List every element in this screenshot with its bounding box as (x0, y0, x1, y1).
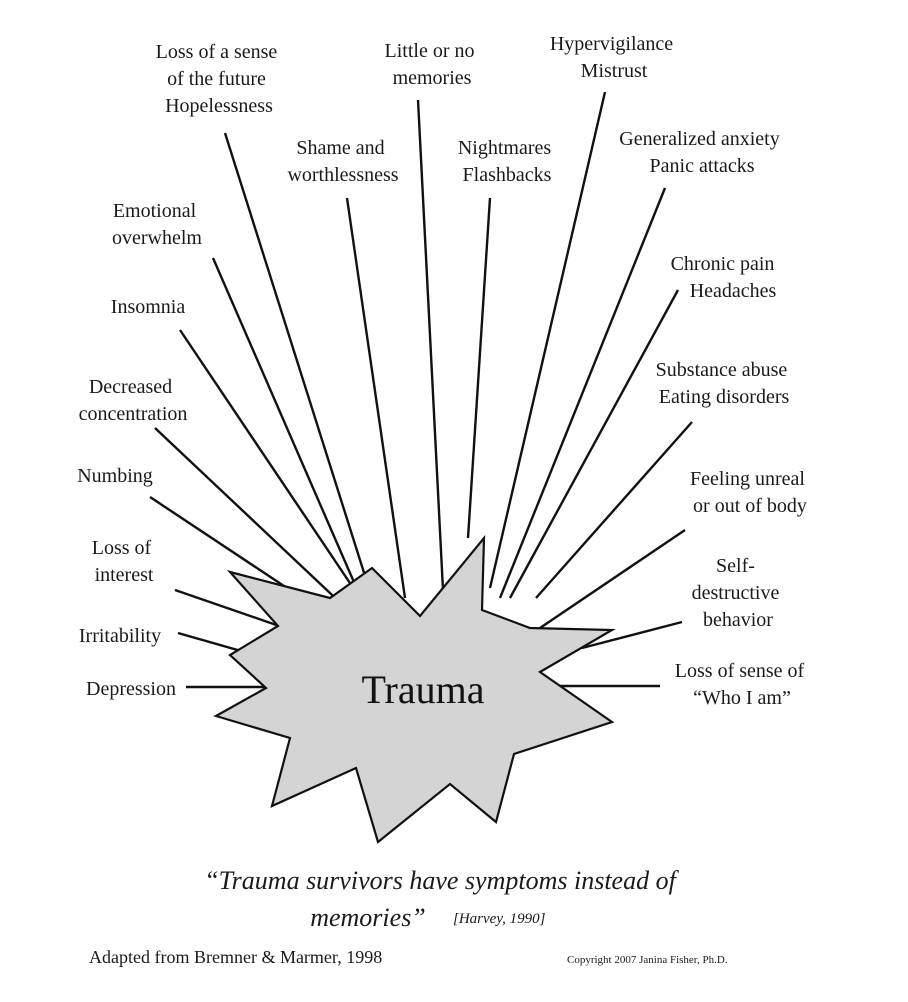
label-interest: Loss of interest (92, 537, 156, 586)
connector-emotional (211, 257, 362, 597)
label-insomnia: Insomnia (111, 296, 186, 318)
connector-pain (508, 289, 680, 599)
label-anxiety: Generalized anxiety Panic attacks (619, 128, 784, 177)
label-shame: Shame and worthlessness (287, 137, 398, 186)
label-irritability: Irritability (79, 625, 161, 647)
quote-citation: [Harvey, 1990] (453, 911, 546, 927)
label-concentration: Decreased concentration (79, 376, 188, 425)
connector-interest (174, 588, 286, 630)
center-label: Trauma (362, 667, 485, 712)
connector-substance (535, 421, 693, 599)
connector-numbing (149, 496, 291, 591)
connector-nightmares (466, 197, 492, 539)
quote-line-2: memories” (310, 903, 426, 932)
label-memories: Little or no memories (385, 40, 480, 89)
copyright: Copyright 2007 Janina Fisher, Ph.D. (567, 954, 728, 966)
connector-anxiety (498, 187, 667, 599)
connector-future (223, 132, 374, 599)
connector-concentration (154, 427, 349, 611)
connector-unreal (539, 529, 686, 629)
label-hypervigilance: Hypervigilance Mistrust (550, 33, 678, 82)
label-future: Loss of a sense of the future Hopelessne… (156, 41, 283, 117)
connector-insomnia (179, 329, 361, 599)
label-whoiam: Loss of sense of “Who I am” (675, 660, 809, 709)
label-pain: Chronic pain Headaches (671, 253, 780, 302)
connector-selfdestructive (581, 620, 683, 650)
connector-lines (149, 91, 693, 689)
label-selfdestructive: Self- destructive behavior (692, 555, 785, 631)
connector-memories (416, 99, 445, 591)
trauma-starburst (213, 534, 616, 844)
connector-shame (345, 197, 407, 599)
label-depression: Depression (86, 678, 176, 700)
connector-hypervigilance (488, 91, 607, 589)
adapted-from: Adapted from Bremner & Marmer, 1998 (89, 947, 382, 967)
label-nightmares: Nightmares Flashbacks (458, 137, 556, 186)
label-emotional: Emotional overwhelm (112, 200, 202, 249)
label-unreal: Feeling unreal or out of body (690, 468, 810, 517)
label-substance: Substance abuse Eating disorders (656, 359, 793, 408)
symptom-labels: Loss of a sense of the future Hopelessne… (77, 33, 810, 709)
quote-line-1: “Trauma survivors have symptoms instead … (204, 866, 679, 895)
label-numbing: Numbing (77, 465, 153, 487)
